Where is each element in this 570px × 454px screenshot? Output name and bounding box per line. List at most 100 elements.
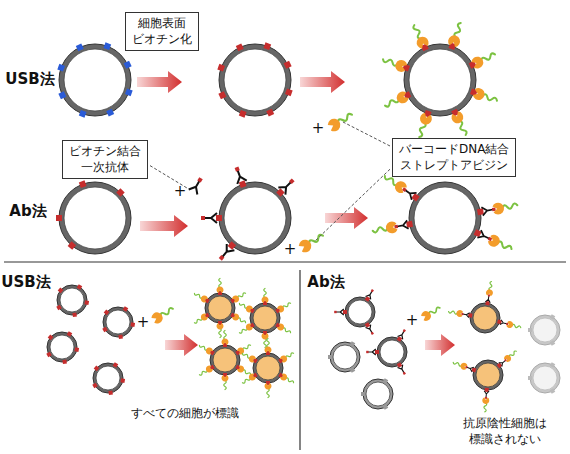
streptavidin — [448, 308, 463, 317]
antigen-mark — [113, 362, 118, 367]
cell-interior — [476, 363, 500, 387]
antibody — [366, 349, 376, 355]
streptavidin-body — [415, 35, 430, 50]
streptavidin — [198, 342, 214, 355]
antigen-mark — [263, 42, 271, 50]
antibody — [189, 176, 206, 195]
barcode-dna — [484, 403, 487, 412]
streptavidin-body — [236, 364, 245, 373]
streptavidin-body — [326, 116, 342, 133]
antigen-mark — [67, 331, 72, 336]
antigen-mark — [92, 383, 97, 388]
biotin-mark — [403, 329, 406, 332]
antigen-mark — [411, 193, 419, 201]
streptavidin-body — [245, 304, 254, 313]
cell-interior — [348, 300, 372, 324]
antibody-shape — [466, 365, 474, 372]
result-note: 抗原陰性細胞は 標識されない — [463, 416, 547, 447]
plus-sign: + — [406, 311, 419, 331]
streptavidin — [414, 112, 434, 139]
antibody-shape — [403, 187, 417, 200]
antigen-mark — [218, 91, 226, 99]
streptavidin — [276, 322, 292, 335]
biotin-mark — [461, 313, 463, 315]
cell — [102, 306, 135, 339]
streptavidin — [217, 279, 224, 294]
streptavidin-body — [447, 34, 462, 49]
antigen-mark — [239, 110, 247, 118]
antigen-mark — [328, 355, 332, 359]
cell-membrane — [93, 363, 123, 393]
streptavidin-body — [231, 312, 240, 321]
cell — [217, 42, 292, 117]
antigen-mark — [48, 335, 54, 341]
antigen-mark — [397, 362, 402, 367]
cell-interior — [409, 49, 471, 111]
barcode-dna — [264, 289, 267, 298]
antigen-mark — [236, 43, 244, 51]
biotin-mark — [219, 255, 225, 261]
cell — [334, 288, 375, 336]
cell-membrane — [219, 44, 291, 116]
streptavidin — [262, 333, 269, 348]
streptavidin — [381, 54, 408, 74]
antigen-mark — [266, 109, 274, 117]
cell-interior — [380, 340, 404, 364]
cell-membrane — [59, 44, 131, 116]
streptavidin — [506, 320, 522, 331]
cell — [238, 289, 293, 348]
antigen-mark — [58, 288, 64, 294]
streptavidin-body — [150, 310, 165, 325]
streptavidin-body — [395, 90, 410, 105]
antibody-shape — [485, 295, 491, 302]
cell-interior — [50, 335, 74, 359]
streptavidin-body — [222, 375, 229, 382]
biotin-mark — [492, 207, 496, 211]
antibody — [366, 325, 376, 336]
antigen-mark — [284, 61, 292, 69]
antigen-mark — [130, 322, 135, 327]
cell — [46, 331, 79, 364]
streptavidin — [241, 372, 257, 385]
antigen-mark — [79, 180, 87, 188]
antigen-mark — [94, 366, 100, 372]
cell-interior — [253, 306, 277, 330]
cell — [528, 314, 560, 345]
antigen-mark — [361, 392, 365, 396]
antibody-shape — [398, 330, 407, 340]
streptavidin — [492, 199, 518, 215]
streptavidin — [265, 339, 272, 354]
cell — [198, 331, 253, 390]
process-arrow — [425, 334, 455, 356]
streptavidin-body — [460, 362, 469, 371]
process-arrow — [165, 334, 198, 356]
antigen-mark — [123, 306, 128, 311]
antigen-mark — [76, 43, 84, 51]
streptavidin-body — [456, 310, 464, 318]
streptavidin-body — [236, 346, 245, 355]
streptavidin-body — [297, 237, 313, 254]
antigen-mark — [365, 322, 370, 327]
streptavidin — [241, 350, 257, 363]
streptavidin-body — [217, 286, 224, 293]
streptavidin — [198, 364, 214, 377]
antibody — [398, 328, 408, 339]
cell-membrane — [219, 182, 291, 254]
biotin-mark — [488, 294, 490, 296]
callout-box: 細胞表面 ビオチン化 — [125, 12, 199, 51]
antigen-mark — [497, 363, 503, 369]
cell — [328, 341, 360, 372]
antibody-shape — [398, 365, 407, 375]
antigen-mark — [365, 296, 370, 301]
biotin-mark — [197, 177, 202, 182]
cell — [57, 42, 132, 117]
cell-interior — [224, 49, 286, 111]
biotin-mark — [371, 332, 374, 335]
antibody — [278, 176, 296, 194]
antibody-shape — [218, 244, 234, 260]
streptavidin — [452, 359, 468, 371]
streptavidin-body — [276, 304, 285, 313]
biotin-mark — [334, 311, 336, 313]
antigen-mark — [350, 341, 355, 346]
antigen-mark — [216, 215, 222, 221]
